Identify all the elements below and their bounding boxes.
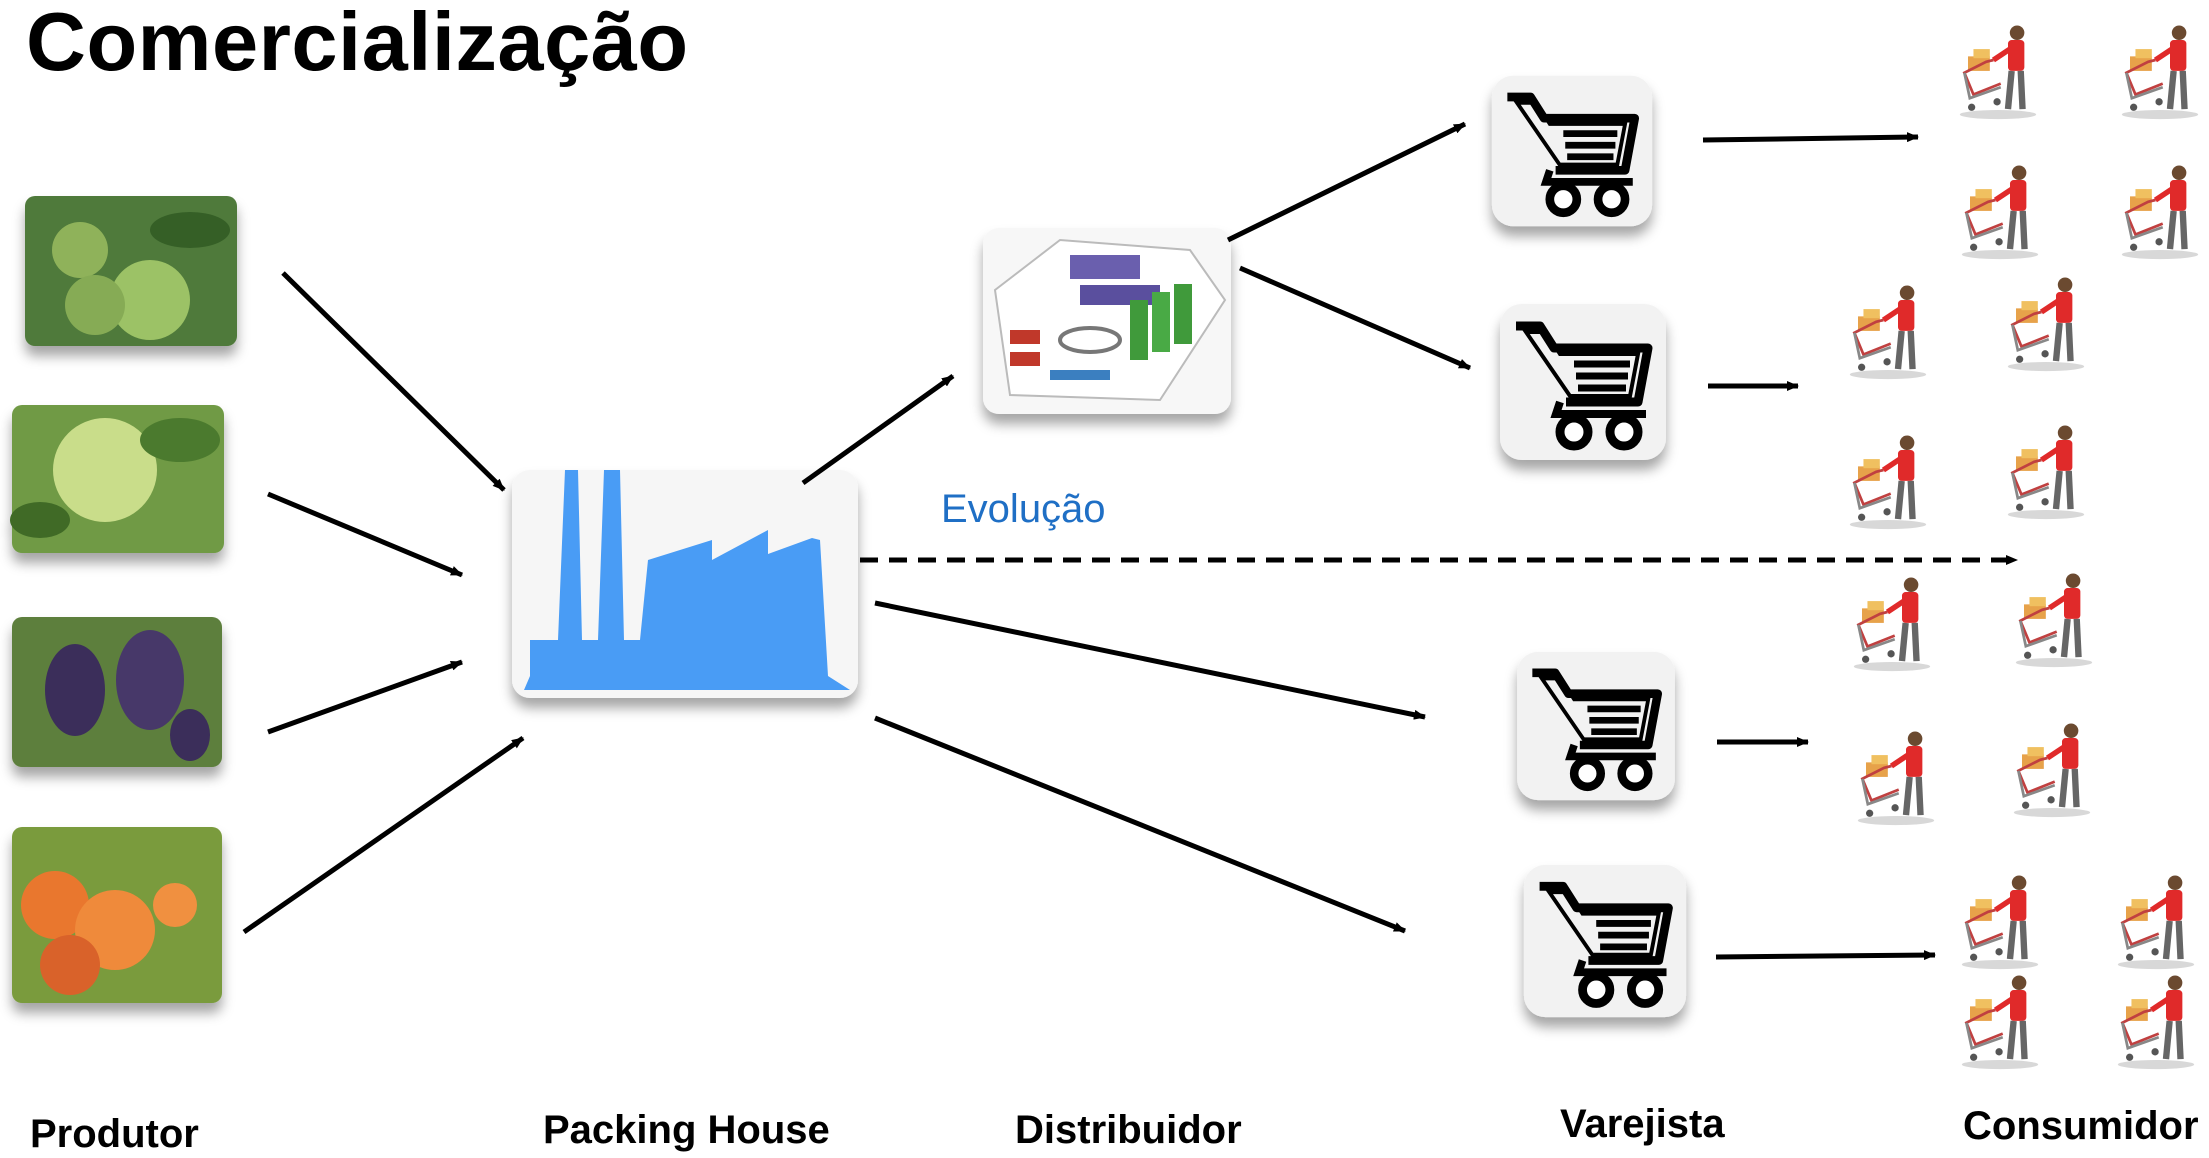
- shopper-icon: [1962, 165, 2038, 259]
- shopper-icon: [1962, 975, 2038, 1069]
- stage-label-varejista: Varejista: [1560, 1102, 1725, 1146]
- fruit-photo-cherimoya: [25, 196, 237, 346]
- arrow-producer-2: [267, 491, 463, 578]
- evolution-label: Evolução: [941, 487, 1106, 531]
- stage-label-consumidor: Consumidor: [1963, 1104, 2199, 1148]
- shopper-icon: [1960, 25, 2036, 119]
- warehouse-icon: [983, 228, 1231, 414]
- arrow-packing-retail-4: [874, 715, 1406, 934]
- shopper-icon: [1850, 285, 1926, 379]
- stage-label-produtor: Produtor: [30, 1112, 199, 1156]
- stage-label-packing-house: Packing House: [543, 1108, 830, 1152]
- shopper-icon: [2118, 975, 2194, 1069]
- shopper-icon: [2008, 425, 2084, 519]
- arrow-packing-distributor: [801, 373, 955, 486]
- shopping-cart-icon-1: [1492, 76, 1652, 226]
- shopper-icon: [2118, 875, 2194, 969]
- shopper-icon: [2008, 277, 2084, 371]
- fruit-photo-peaches: [12, 827, 222, 1003]
- arrow-producer-3: [267, 659, 463, 735]
- shopper-icon: [1854, 577, 1930, 671]
- shopper-icon: [1850, 435, 1926, 529]
- shopper-icon: [2014, 723, 2090, 817]
- arrow-retail-consumer-4: [1715, 950, 1936, 961]
- shopping-cart-icon-2: [1500, 304, 1666, 460]
- shopper-icon: [2122, 165, 2198, 259]
- shopper-icon: [2016, 573, 2092, 667]
- fruit-photo-guava: [10, 405, 224, 553]
- shopping-cart-icon-3: [1517, 652, 1675, 800]
- shopper-icon: [1962, 875, 2038, 969]
- shopper-icon: [1858, 731, 1934, 825]
- shopping-cart-icon-4: [1524, 865, 1686, 1017]
- arrow-producer-4: [242, 735, 525, 935]
- shopper-icon: [2122, 25, 2198, 119]
- arrow-distributor-retail-2: [1239, 265, 1471, 371]
- shopper-group: [1850, 25, 2198, 1069]
- arrow-producer-1: [281, 271, 506, 492]
- stage-label-distribuidor: Distribuidor: [1015, 1108, 1242, 1152]
- page-title: Comercialização: [26, 0, 689, 88]
- factory-icon: [512, 470, 858, 698]
- arrow-packing-retail-3: [874, 600, 1426, 720]
- fruit-photo-grapes: [12, 617, 222, 767]
- arrow-retail-consumer-1: [1702, 132, 1919, 143]
- arrow-distributor-retail-1: [1226, 121, 1467, 243]
